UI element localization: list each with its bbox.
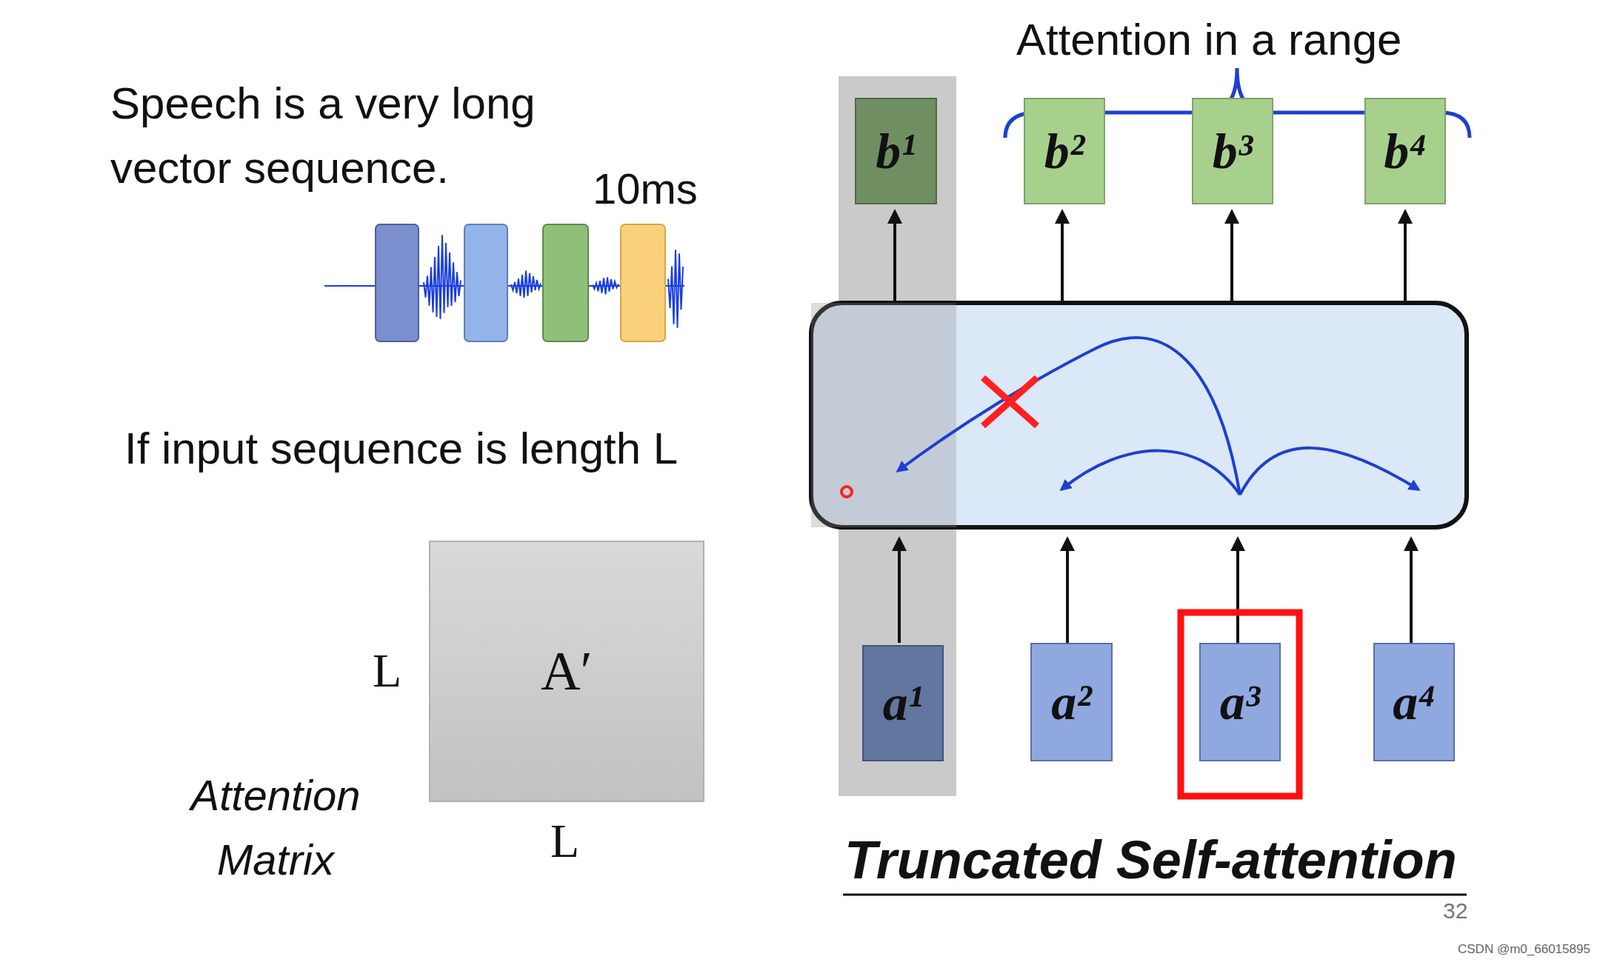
title-underline: [842, 894, 1467, 897]
dimension-label: L: [550, 813, 580, 871]
blocked-mark: [982, 377, 1038, 426]
focus-box: [1180, 612, 1300, 797]
vector-name: b²: [1044, 122, 1085, 181]
intro-text: Speech is a very long vector sequence.: [110, 71, 615, 200]
dimension-label: L: [372, 642, 402, 700]
vector-name: a³: [1220, 673, 1260, 732]
vector-box: a²: [1030, 642, 1113, 762]
pointer-dot: [841, 486, 852, 498]
frame-duration: 10ms: [592, 162, 698, 215]
flow-arrows: [894, 211, 1412, 643]
matrix-name: A′: [540, 640, 593, 703]
vector-box: b¹: [854, 97, 938, 205]
range-caption: Attention in a range: [1016, 13, 1402, 67]
attention-curves: [897, 337, 1419, 495]
length-text: If input sequence is length L: [124, 422, 678, 476]
frame-vector: [542, 224, 589, 342]
vector-box: a¹: [862, 645, 944, 762]
watermark: CSDN @m0_66015895: [1457, 942, 1591, 958]
vector-box: a⁴: [1373, 642, 1455, 762]
vector-box: b²: [1023, 97, 1106, 205]
vector-name: a¹: [882, 674, 923, 733]
vector-name: b⁴: [1383, 122, 1427, 181]
vector-box: b³: [1191, 97, 1274, 205]
vector-name: b¹: [875, 122, 916, 181]
slide-title: Truncated Self-attention: [844, 829, 1458, 892]
frame-vector: [375, 224, 419, 342]
frame-vector: [620, 224, 666, 342]
highlight-band: [811, 302, 957, 528]
matrix-caption: Attention Matrix: [164, 762, 387, 892]
self-attention-layer: [811, 302, 1467, 528]
page-number: 32: [1442, 897, 1468, 925]
frame-vector: [464, 224, 508, 342]
vector-name: a²: [1051, 673, 1092, 732]
vector-box: a³: [1199, 642, 1281, 762]
attention-matrix: A′: [428, 540, 705, 803]
vector-box: b⁴: [1364, 97, 1446, 205]
vector-name: a⁴: [1392, 673, 1436, 732]
vector-name: b³: [1212, 122, 1253, 181]
